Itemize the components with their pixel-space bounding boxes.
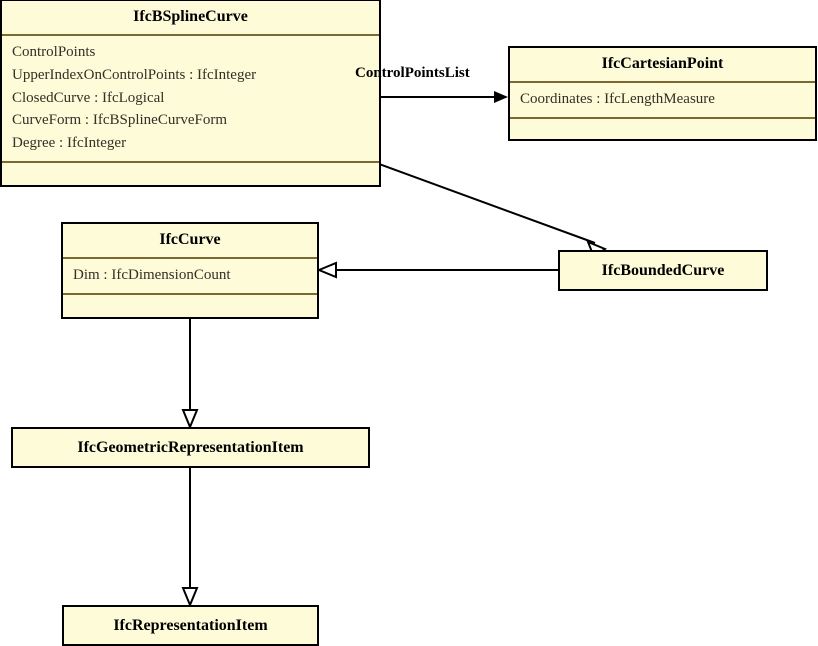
- edge-generalization-geomrepitem-repitem: [181, 468, 199, 608]
- class-box-ifccartesianpoint[interactable]: IfcCartesianPoint Coordinates : IfcLengt…: [508, 46, 817, 141]
- operations-compartment: [2, 160, 379, 178]
- gen-hollow-triangle: [316, 261, 337, 279]
- gen-hollow-triangle: [181, 409, 199, 430]
- attribute-row: CurveForm : IfcBSplineCurveForm: [12, 112, 227, 129]
- edge-generalization-curve-geomrepitem: [181, 319, 199, 430]
- edge-generalization-bspline-boundedcurve: [378, 163, 608, 259]
- class-name-ifcgeometricrepresentationitem: IfcGeometricRepresentationItem: [77, 439, 304, 456]
- attribute-row: Coordinates : IfcLengthMeasure: [520, 91, 715, 107]
- class-box-ifcgeometricrepresentationitem[interactable]: IfcGeometricRepresentationItem: [11, 427, 370, 468]
- operations-compartment: [510, 116, 815, 134]
- class-name-ifccartesianpoint: IfcCartesianPoint: [601, 55, 724, 72]
- class-box-ifccurve[interactable]: IfcCurve Dim : IfcDimensionCount: [61, 222, 319, 319]
- edge-association-controlpointslist: [379, 91, 508, 103]
- attribute-row: ControlPoints: [12, 44, 96, 60]
- attributes-compartment: Coordinates : IfcLengthMeasure: [510, 81, 815, 117]
- class-name-ifcboundedcurve: IfcBoundedCurve: [601, 262, 725, 279]
- attributes-compartment: Dim : IfcDimensionCount: [63, 257, 317, 293]
- class-name-ifccurve: IfcCurve: [159, 231, 221, 248]
- association-label-controlpointslist: ControlPointsList: [355, 65, 470, 81]
- operations-compartment: [63, 292, 317, 310]
- class-name-ifcrepresentationitem: IfcRepresentationItem: [113, 617, 268, 634]
- edge-generalization-boundedcurve-curve: [316, 261, 558, 279]
- class-box-ifcboundedcurve[interactable]: IfcBoundedCurve: [558, 250, 768, 291]
- class-box-ifcrepresentationitem[interactable]: IfcRepresentationItem: [62, 605, 319, 646]
- attributes-compartment: ControlPoints UpperIndexOnControlPoints …: [2, 34, 379, 161]
- attribute-row: Dim : IfcDimensionCount: [73, 267, 231, 283]
- attribute-row: Degree : IfcInteger: [12, 135, 127, 152]
- attribute-row: UpperIndexOnControlPoints : IfcInteger: [12, 66, 257, 83]
- class-box-ifcbsplinecurve[interactable]: IfcBSplineCurve ControlPoints UpperIndex…: [0, 0, 381, 187]
- gen-hollow-triangle: [181, 587, 199, 608]
- attribute-row: ClosedCurve : IfcLogical: [12, 89, 165, 106]
- gen-line: [378, 163, 596, 244]
- assoc-filled-arrowhead: [494, 91, 508, 103]
- class-name-ifcbsplinecurve: IfcBSplineCurve: [133, 8, 248, 25]
